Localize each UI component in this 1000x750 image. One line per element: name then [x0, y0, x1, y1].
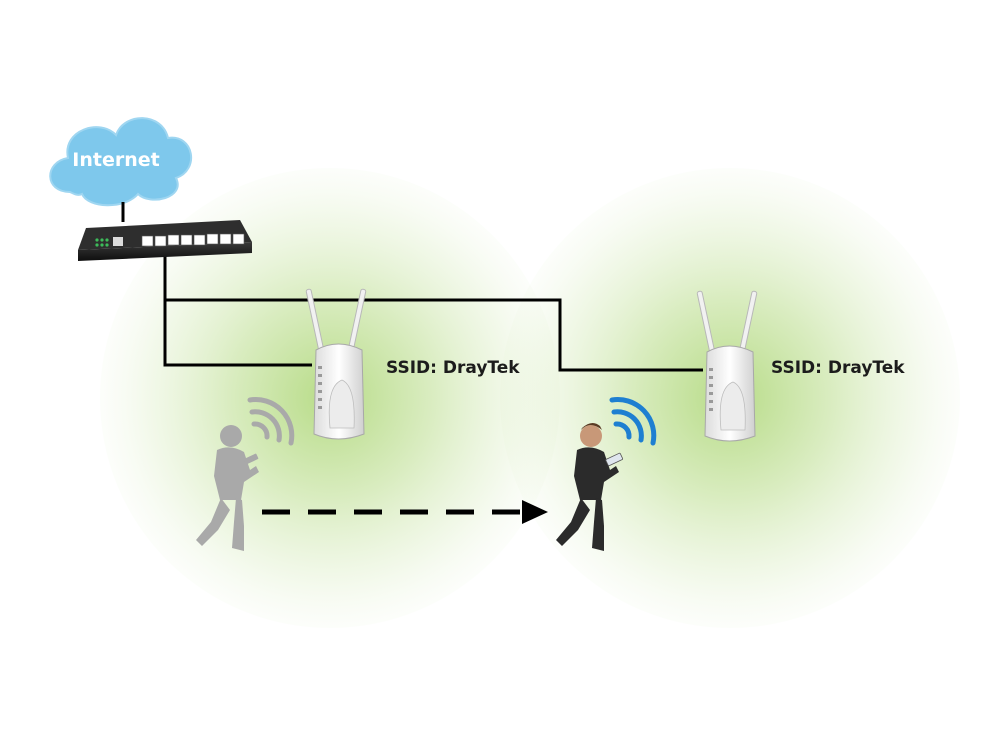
router-icon: [78, 220, 252, 261]
cloud-icon: Internet: [49, 117, 193, 207]
user-current-icon: [556, 422, 624, 551]
internet-label: Internet: [72, 149, 159, 171]
cable-to-ap-1: [163, 255, 312, 367]
user-previous-icon: [196, 425, 259, 551]
access-point-icon: [696, 290, 758, 442]
wifi-signal-inactive-icon: [247, 397, 295, 446]
movement-arrow: [262, 500, 548, 524]
ssid-label-ap-2: SSID: DrayTek: [771, 358, 905, 378]
access-point-icon: [305, 288, 367, 440]
router-lan-ports: [141, 233, 245, 247]
ssid-label-ap-1: SSID: DrayTek: [386, 358, 520, 378]
wifi-signal-active-icon: [609, 397, 657, 446]
